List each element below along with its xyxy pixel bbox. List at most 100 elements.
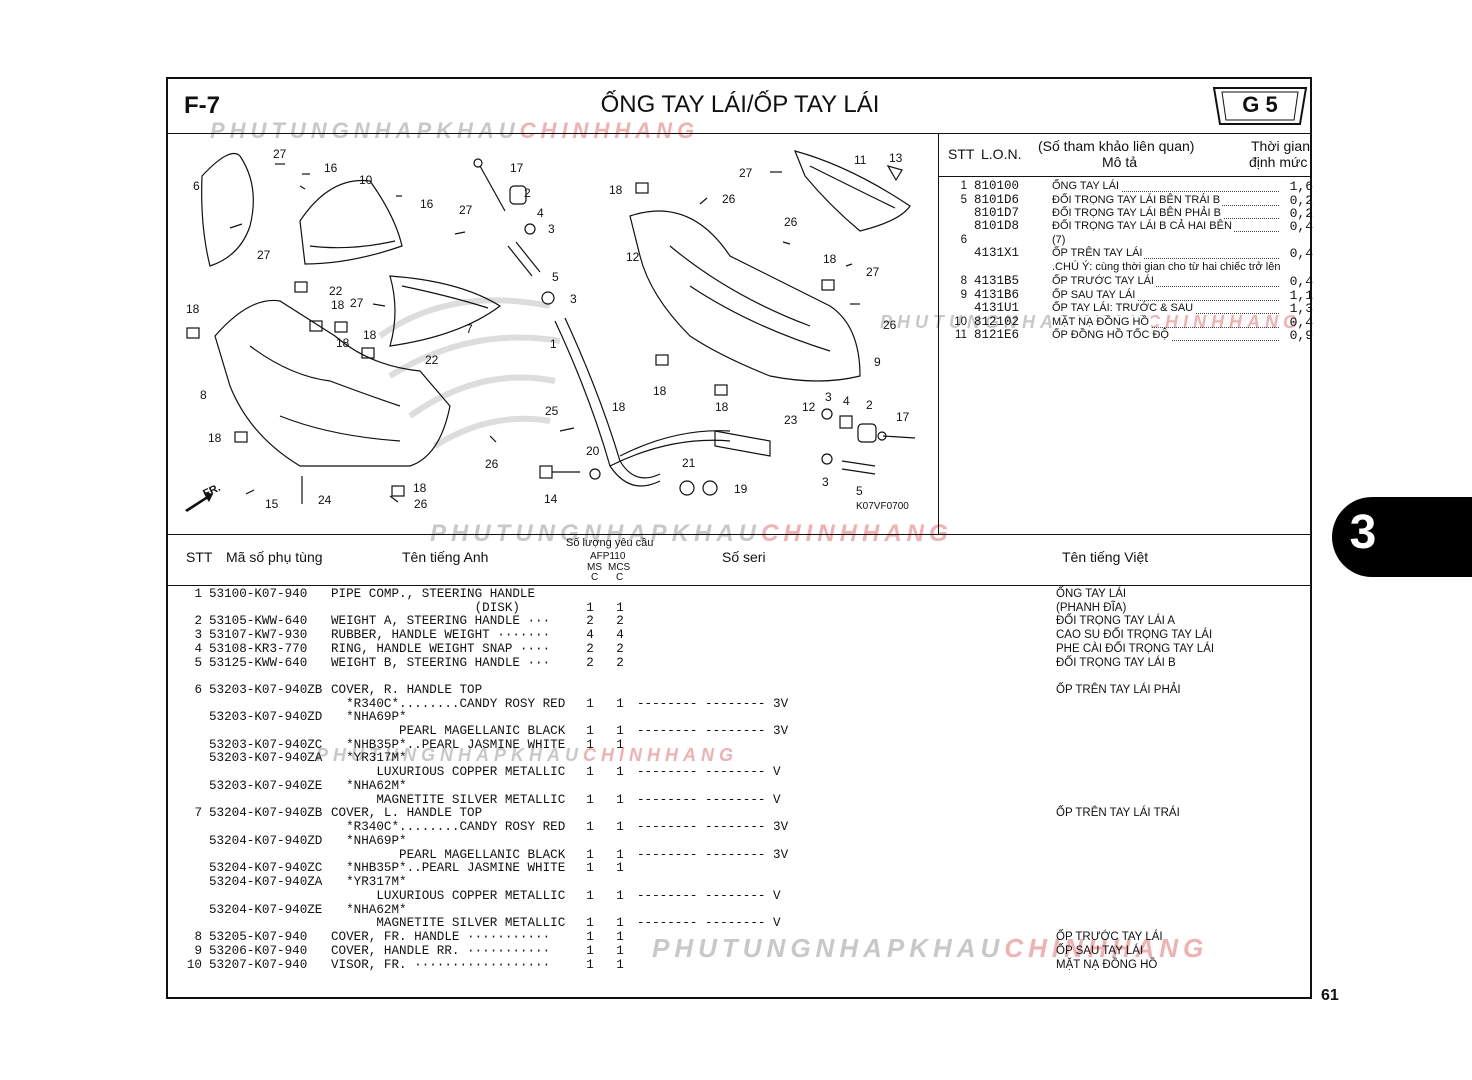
callout-label: 18 (653, 384, 667, 398)
callout-label: 16 (324, 161, 338, 175)
row-qty-ms: 1 (586, 697, 594, 711)
row-qty-ms: 1 (586, 958, 594, 972)
row-qty-ms: 1 (586, 724, 594, 738)
row-serial: -------- -------- 3V (637, 697, 789, 711)
callout-label: 24 (318, 493, 332, 507)
callout-label: 27 (257, 248, 271, 262)
row-english-name: COVER, FR. HANDLE ··········· (331, 930, 551, 944)
ref-col-time: Thời gian (1251, 138, 1310, 154)
ref-time: 0,4 (1289, 315, 1313, 330)
row-english-name: *NHA69P* (331, 834, 407, 848)
ref-no: 5 (960, 194, 967, 206)
figure-code: K07VF0700 (856, 501, 909, 512)
row-stt: 9 (194, 944, 202, 958)
col-mcs: MCS (608, 562, 631, 573)
row-qty-mcs: 4 (616, 628, 624, 642)
callout-label: 18 (413, 481, 427, 495)
group-badge: G 5 (1242, 92, 1278, 117)
row-stt: 5 (194, 656, 202, 670)
row-vietnamese-name: ĐỐI TRỌNG TAY LÁI B (1056, 657, 1176, 669)
callout-label: 21 (682, 456, 696, 470)
ref-lon: 4131B6 (974, 288, 1020, 302)
table-header-divider (168, 585, 1312, 586)
row-english-name: RING, HANDLE WEIGHT SNAP ···· (331, 642, 551, 656)
ref-no: 8 (960, 275, 967, 287)
table-row: 53204-K07-940ZA *YR317M* (180, 875, 1310, 889)
callout-label: 26 (414, 497, 428, 511)
row-part-number: 53100-K07-940 (209, 587, 308, 601)
row-serial: -------- -------- V (637, 793, 781, 807)
callout-label: 26 (485, 457, 499, 471)
row-qty-ms: 1 (586, 793, 594, 807)
reference-header-divider (938, 176, 1312, 177)
col-english-name: Tên tiếng Anh (402, 549, 489, 565)
row-part-number: 53203-K07-940ZC (209, 738, 323, 752)
row-qty-ms: 2 (586, 614, 594, 628)
ref-no: 6 (960, 234, 967, 246)
row-qty-mcs: 1 (616, 958, 624, 972)
callout-label: 18 (208, 431, 222, 445)
callout-label: 26 (883, 318, 897, 332)
row-english-name: PEARL MAGELLANIC BLACK (331, 848, 566, 862)
watermark: PHUTUNGNHAPKHAUCHINHHANG (430, 520, 953, 547)
table-row: 53203-K07-940ZC *NHB35P*..PEARL JASMINE … (180, 738, 1310, 752)
callout-label: 3 (825, 390, 832, 404)
row-english-name: *R340C*........CANDY ROSY RED (331, 697, 566, 711)
row-english-name: LUXURIOUS COPPER METALLIC (331, 765, 566, 779)
ref-description: ỐP SAU TAY LÁI (1052, 289, 1138, 301)
row-vietnamese-name: ỐNG TAY LÁI (1056, 588, 1127, 600)
ref-lon: 4131X1 (974, 246, 1020, 260)
callout-label: 27 (350, 296, 364, 310)
ref-lon: 4131U1 (974, 301, 1020, 315)
row-qty-mcs: 1 (616, 820, 624, 834)
watermark: PHUTUNGNHAPKHAUCHINHHANG (316, 745, 738, 765)
ref-no: 10 (954, 316, 967, 328)
row-english-name: *NHB35P*..PEARL JASMINE WHITE (331, 861, 566, 875)
callout-label: 22 (329, 284, 343, 298)
callout-label: 23 (784, 413, 798, 427)
callout-label: 27 (273, 147, 287, 161)
row-qty-ms: 1 (586, 848, 594, 862)
row-qty-ms: 4 (586, 628, 594, 642)
ref-description: ỐP TAY LÁI: TRƯỚC & SAU (1052, 302, 1196, 314)
ref-time: 0,4 (1289, 274, 1313, 289)
parts-diagram (186, 150, 916, 504)
row-part-number: 53203-K07-940ZB (209, 683, 323, 697)
row-serial: -------- -------- V (637, 765, 781, 779)
table-row: 53204-K07-940ZC *NHB35P*..PEARL JASMINE … (180, 861, 1310, 875)
callout-label: 17 (510, 161, 524, 175)
callout-label: 3 (548, 222, 555, 236)
row-english-name: *YR317M* (331, 751, 407, 765)
row-vietnamese-name: (PHANH ĐĨA) (1056, 602, 1127, 614)
callout-label: 3 (822, 475, 829, 489)
row-english-name: MAGNETITE SILVER METALLIC (331, 793, 566, 807)
callout-label: 4 (843, 394, 850, 408)
ref-col-desc-2: Mô tả (1102, 154, 1138, 170)
row-english-name: PIPE COMP., STEERING HANDLE (331, 587, 536, 601)
ref-description: (7) (1052, 234, 1068, 246)
ref-lon: 8101D8 (974, 219, 1020, 233)
callout-label: 13 (889, 151, 903, 165)
callout-label: 27 (866, 265, 880, 279)
row-qty-ms: 1 (586, 944, 594, 958)
callout-label: 18 (336, 336, 350, 350)
ref-description: ĐỐI TRỌNG TAY LÁI B CẢ HAI BÊN (1052, 220, 1234, 232)
row-qty-ms: 1 (586, 601, 594, 615)
ref-time: 0,2 (1289, 206, 1313, 221)
col-ms: MS (587, 562, 602, 573)
ref-description: MẶT NẠ ĐỒNG HỒ (1052, 316, 1151, 328)
ref-lon: 4131B5 (974, 274, 1020, 288)
table-row: 53203-K07-940ZA *YR317M* (180, 751, 1310, 765)
row-english-name: LUXURIOUS COPPER METALLIC (331, 889, 566, 903)
ref-col-time-2: định mức (1249, 154, 1308, 170)
